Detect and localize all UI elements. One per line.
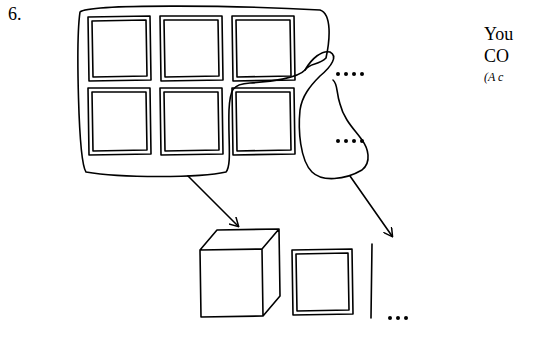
cube: [200, 229, 280, 317]
square: [160, 16, 223, 81]
instruction-text: CO: [484, 46, 509, 67]
square: [160, 88, 223, 155]
instruction-text: You: [484, 24, 513, 45]
square: [292, 249, 353, 315]
arrow: [188, 176, 238, 226]
ellipsis-dots: [336, 72, 408, 320]
enclosure-loop: [299, 52, 368, 179]
square: [232, 16, 295, 81]
square: [88, 88, 151, 155]
enclosure-loop: [78, 6, 329, 176]
item-number: 6.: [8, 4, 22, 25]
square: [232, 88, 295, 155]
arrow: [350, 176, 392, 236]
square: [88, 16, 151, 81]
bar: [371, 244, 372, 318]
note-text: (A c: [484, 70, 503, 85]
